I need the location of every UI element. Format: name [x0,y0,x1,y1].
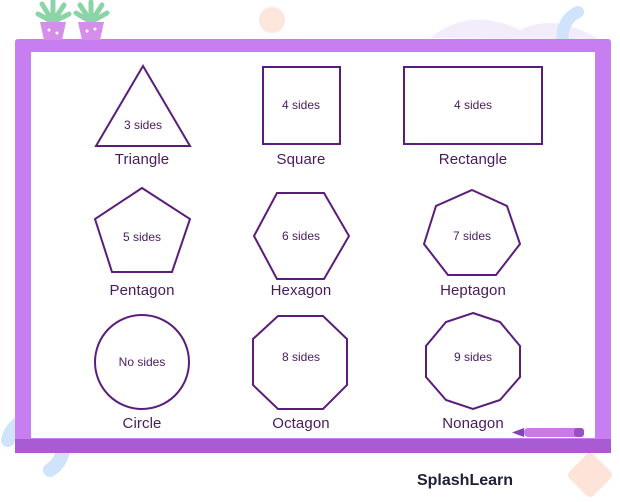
side-count-label: 7 sides [452,229,492,243]
shape-name-label: Square [276,151,326,168]
side-count-label: 4 sides [281,98,321,112]
circle-icon [94,314,190,410]
shape-name-label: Rectangle [438,151,508,168]
pentagon-icon [93,186,192,273]
hexagon-icon [252,192,351,280]
peach-diamond-decoration [568,453,612,497]
side-count-label: 9 sides [453,350,493,364]
octagon-icon [252,315,348,410]
peach-circle-decoration [259,7,285,33]
shape-name-label: Pentagon [109,282,175,299]
rectangle-icon [403,66,543,145]
side-count-label: 6 sides [281,229,321,243]
board-surface [31,52,595,438]
side-count-label: 4 sides [453,98,493,112]
shape-name-label: Heptagon [440,282,506,299]
shape-name-label: Nonagon [442,415,504,432]
heptagon-icon [422,188,522,276]
lavender-blob-decoration [430,19,600,40]
nonagon-icon [425,311,521,411]
plant-icon [73,0,110,40]
square-icon [262,66,341,145]
marker-icon [512,428,584,437]
plant-icon [35,0,72,40]
side-count-label: 5 sides [122,230,162,244]
board-frame-edge [15,439,611,453]
shape-name-label: Triangle [114,151,170,168]
shape-name-label: Circle [122,415,162,432]
shape-name-label: Hexagon [270,282,332,299]
brand-logo: SplashLearn [416,472,514,489]
side-count-label: No sides [118,355,166,369]
side-count-label: 3 sides [123,118,163,132]
triangle-icon [94,64,192,147]
shape-name-label: Octagon [272,415,330,432]
side-count-label: 8 sides [281,350,321,364]
